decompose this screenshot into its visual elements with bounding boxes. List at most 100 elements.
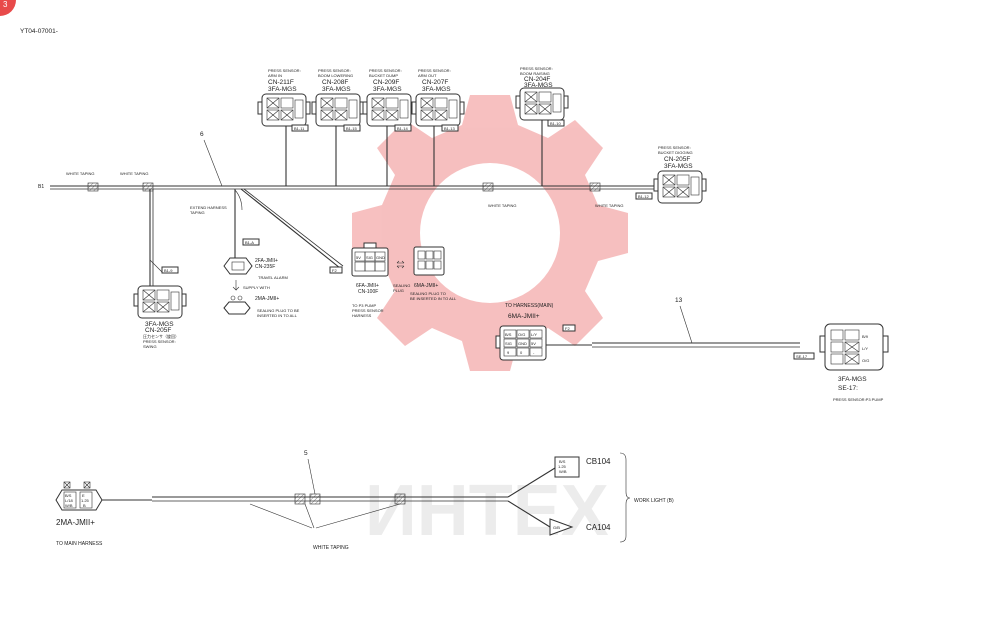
- tc4-tag-box: [441, 124, 459, 132]
- wl-ca-label: CA104: [586, 523, 611, 532]
- h13-branch-number: 13: [675, 297, 683, 304]
- main-harness: B1 WHITE TAPING WHITE TAPING WHITE TAPIN…: [38, 131, 655, 215]
- h13-end-pin-label: L/Y: [862, 346, 868, 351]
- h13-tag-box: [562, 324, 576, 332]
- wl-left-cell: [79, 491, 93, 509]
- tc2-sensor-body: [311, 93, 365, 127]
- swing-tag-box: [161, 266, 179, 274]
- tc2-desc-2: BOOM LOWERING: [318, 73, 353, 78]
- h13-pin-cell: [503, 329, 517, 339]
- h13-end-sensor-ear: [882, 335, 889, 353]
- top-connector-1: PRESS SENSOR: ARM IN CN-211F 3FA-MGS B1-…: [257, 68, 311, 186]
- h13-end-sensor-ear: [819, 335, 826, 353]
- h13-end-cell-x: [844, 353, 860, 365]
- travel-connector: B1-A 2FA-JMII+ CN-235F TRAVEL ALARM SUPP…: [223, 189, 300, 318]
- h13-end-cell-x: [844, 341, 860, 353]
- taping-mark-4: [589, 182, 601, 192]
- tc4-sensor-body: [411, 93, 465, 127]
- travel-connector-body: [223, 257, 253, 275]
- h13-pin-cell: [529, 329, 543, 339]
- h13-to-label: TO HARNESS(MAIN): [505, 303, 554, 309]
- h13-end-cell: [830, 329, 844, 341]
- taping-label-2: WHITE TAPING: [120, 171, 149, 176]
- travel-type: 2FA-JMII+: [255, 258, 278, 264]
- wl-lock-mark: [83, 481, 91, 489]
- p3-desc-3: HARNESS: [352, 313, 372, 318]
- tc5-code: CN-204F: [524, 76, 550, 83]
- h13-pin-cell: [529, 338, 543, 348]
- wl-ca-connector-body: [549, 518, 574, 536]
- tc5-type: 3FA-MGS: [524, 82, 553, 89]
- swing-tag: B1-9: [164, 268, 173, 273]
- tc5-sensor-body: [515, 87, 569, 121]
- p3-plug-note-1: SEALING PLUG TO: [410, 291, 446, 296]
- branch-number-6: 6: [200, 131, 204, 138]
- p3-code: CN-100F: [358, 289, 378, 295]
- wl-left-pin-label: 1.25: [81, 498, 90, 503]
- swing-desc-1: PRESS SENSOR:: [143, 339, 176, 344]
- tc2-code: CN-208F: [322, 79, 348, 86]
- wl-left-type: 2MA-JMII+: [56, 518, 95, 527]
- h13-end-type: 3FA-MGS: [838, 376, 867, 383]
- h13-pin-cell: [516, 338, 530, 348]
- watermark: ИНТЕХ: [352, 95, 628, 551]
- taping-mark-3: [482, 182, 494, 192]
- h13-end-desc: PRESS SENSOR:P3 PUMP: [833, 397, 884, 402]
- tc5-tag: B1-10: [550, 121, 561, 126]
- wl-cb-connector-body: [554, 456, 580, 478]
- tc1-sensor-body: [257, 93, 311, 127]
- h13-pin-label: -: [533, 350, 535, 355]
- wl-cb-label: CB104: [586, 457, 611, 466]
- taping-mark-1: [87, 182, 99, 192]
- tc3-code: CN-209F: [373, 79, 399, 86]
- travel-desc: TRAVEL ALARM: [258, 275, 288, 280]
- wl-taping-label: WHITE TAPING: [313, 545, 349, 551]
- h13-tag: F2: [565, 326, 570, 331]
- wl-left-desc: TO MAIN HARNESS: [56, 541, 103, 547]
- plug-pin-icon: [230, 295, 236, 301]
- wl-lock-mark-x: [63, 481, 71, 489]
- tc1-tag-box: [291, 124, 309, 132]
- h13-leader: [679, 305, 693, 344]
- p3-connector-latch: [363, 242, 377, 249]
- p3-pin-cell: [374, 261, 386, 272]
- h13-type: 6MA-JMII+: [508, 313, 540, 320]
- tc3-desc-2: BUCKET DUMP: [369, 73, 398, 78]
- p3-wire-2: [243, 188, 344, 267]
- swing-sensor-body: [133, 285, 187, 319]
- corner-badge: 3: [0, 0, 16, 16]
- rc-sensor-body: [653, 170, 707, 204]
- travel-code: CN-235F: [255, 264, 275, 270]
- rc-desc-2: BUCKET DIGGING: [658, 150, 693, 155]
- h13-end-sensor-body: [824, 323, 884, 371]
- tc5-tag-box: [547, 119, 565, 127]
- wl-taping-mark: [309, 493, 321, 505]
- wl-branch-ca: [507, 500, 551, 528]
- wl-taping-leader: [304, 503, 315, 529]
- wl-group-brace: [619, 452, 631, 543]
- rc-code: CN-205F: [664, 156, 690, 163]
- plug-pin-icon: [237, 295, 243, 301]
- wl-taping-leader: [249, 503, 313, 529]
- h13-pin-cell: [516, 329, 530, 339]
- tc3-tag: B1-14: [397, 126, 408, 131]
- wl-branch-number: 5: [304, 450, 308, 457]
- h13-end-cell: [830, 341, 844, 353]
- wl-taping-leader: [315, 503, 401, 529]
- tc5-desc-1: PRESS SENSOR:: [520, 66, 553, 71]
- wl-left-cell: [63, 491, 77, 509]
- h13-end-cell: [844, 329, 860, 341]
- harness-13: TO HARNESS(MAIN) 6MA-JMII+ B/S O/G L/Y S…: [495, 297, 889, 402]
- p3-desc-2: PRESS SENSOR: [352, 308, 384, 313]
- swing-connector: B1-9 3FA-MGS CN-205F 圧力センサ（旋回） PRESS SEN…: [133, 189, 187, 349]
- wl-left-pin-label: E: [82, 493, 85, 498]
- h13-pin-label: 0: [520, 350, 523, 355]
- tc2-tag: B1-15: [346, 126, 357, 131]
- wl-taping-mark: [294, 493, 306, 505]
- travel-plug-note-1: SEALING PLUG TO BE: [257, 308, 300, 313]
- tc3-desc-1: PRESS SENSOR:: [369, 68, 402, 73]
- tc1-code: CN-211F: [268, 79, 294, 86]
- p3-pin-label: 5V: [356, 255, 361, 260]
- p3-mate-type: 6MA-JMII+: [414, 283, 438, 289]
